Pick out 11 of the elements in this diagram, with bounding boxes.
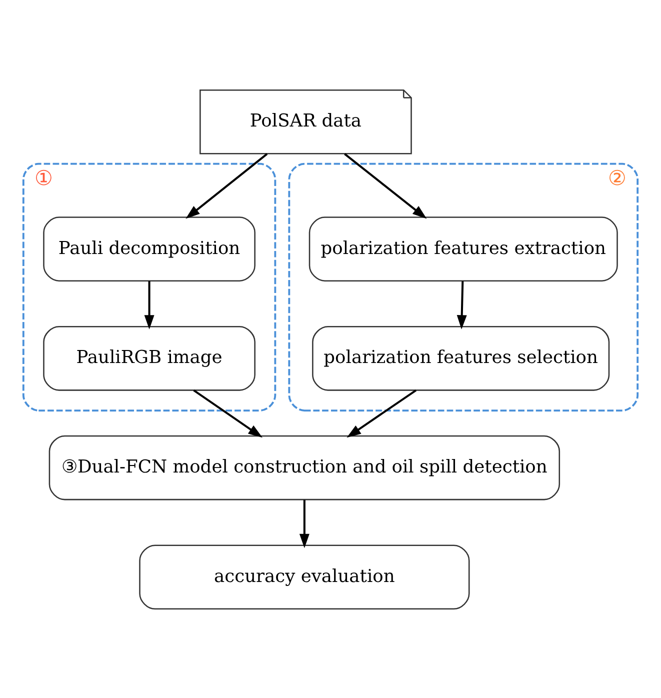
arrow	[299, 499, 310, 548]
node-box: polarization features selection	[312, 325, 610, 390]
arrow	[144, 280, 154, 329]
node-box: ③Dual-FCN model construction and oil spill detection	[48, 434, 560, 500]
arrow	[186, 152, 268, 218]
node-box: Pauli decomposition	[43, 216, 256, 281]
node-box: polarization features extraction	[308, 216, 618, 281]
node-box: accuracy evaluation	[139, 544, 470, 610]
arrow	[193, 388, 262, 438]
node-box: PauliRGB image	[43, 325, 256, 390]
arrow	[456, 280, 467, 329]
